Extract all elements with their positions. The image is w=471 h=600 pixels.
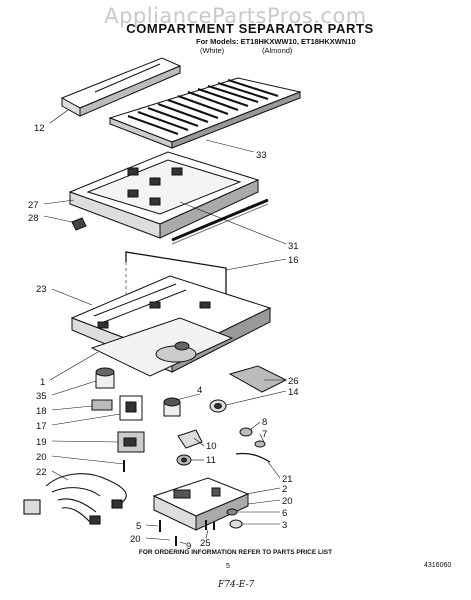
part-bracket (177, 429, 203, 449)
watermark: AppliancePartsPros.com (104, 4, 367, 28)
part-control-knob (163, 397, 181, 417)
callout-17: 17 (36, 421, 47, 432)
part-thermostat (117, 431, 145, 453)
part-grommet (209, 399, 227, 413)
part-damper (176, 454, 192, 466)
callout-5: 5 (136, 521, 141, 532)
callout-1: 1 (40, 377, 45, 388)
leader-lines (43, 109, 287, 545)
callout-20-lower: 20 (130, 534, 141, 545)
part-control-housing (152, 477, 250, 531)
part-wire-rod (125, 251, 227, 296)
part-gasket-strip (171, 198, 269, 245)
part-clips (239, 427, 266, 448)
callout-14: 14 (288, 387, 299, 398)
callout-31: 31 (288, 241, 299, 252)
callout-33: 33 (256, 150, 267, 161)
part-thermostat-housing (119, 395, 143, 421)
part-grille (108, 77, 302, 149)
part-light-socket (95, 367, 115, 389)
ordering-note: FOR ORDERING INFORMATION REFER TO PARTS … (138, 549, 333, 556)
callout-16: 16 (288, 255, 299, 266)
part-wiring-harness (23, 473, 127, 525)
document-number: 4316060 (424, 562, 452, 569)
part-fasteners (159, 520, 215, 546)
callout-20-right: 20 (282, 496, 293, 507)
callout-2: 2 (282, 484, 287, 495)
part-knobs (226, 508, 243, 529)
part-wire (235, 452, 271, 463)
callout-35: 35 (36, 391, 47, 402)
part-clip (71, 217, 87, 231)
callout-20-upper: 20 (36, 452, 47, 463)
part-insulation-block (228, 365, 288, 393)
handwritten-note: F74-E-7 (218, 580, 255, 590)
variant-almond: (Almond) (262, 46, 293, 55)
callout-19: 19 (36, 437, 47, 448)
callout-21: 21 (282, 474, 293, 485)
diagram-title: COMPARTMENT SEPARATOR PARTS (126, 21, 374, 36)
callout-25: 25 (200, 538, 211, 549)
page-number: 5 (226, 563, 230, 570)
callout-9: 9 (186, 541, 191, 552)
callout-11: 11 (206, 455, 216, 466)
part-separator-body (70, 275, 272, 377)
part-switch (91, 399, 113, 411)
callout-18: 18 (36, 406, 47, 417)
callout-23: 23 (36, 284, 47, 295)
callout-12: 12 (34, 123, 45, 134)
callout-7: 7 (262, 429, 267, 440)
models-line: For Models: ET18HKXWW10, ET18HKXWN10 (196, 37, 356, 46)
callout-6: 6 (282, 508, 287, 519)
callouts: 12 33 27 28 31 16 23 1 35 26 14 4 18 17 … (28, 123, 299, 552)
callout-26: 26 (288, 376, 299, 387)
callout-3: 3 (282, 520, 287, 531)
callout-22: 22 (36, 467, 47, 478)
part-frame (68, 151, 260, 239)
callout-8: 8 (262, 417, 267, 428)
callout-4: 4 (197, 385, 202, 396)
callout-28: 28 (28, 213, 39, 224)
callout-27: 27 (28, 200, 39, 211)
part-top-rail (60, 57, 182, 117)
variant-white: (White) (200, 46, 225, 55)
callout-10: 10 (206, 441, 217, 452)
